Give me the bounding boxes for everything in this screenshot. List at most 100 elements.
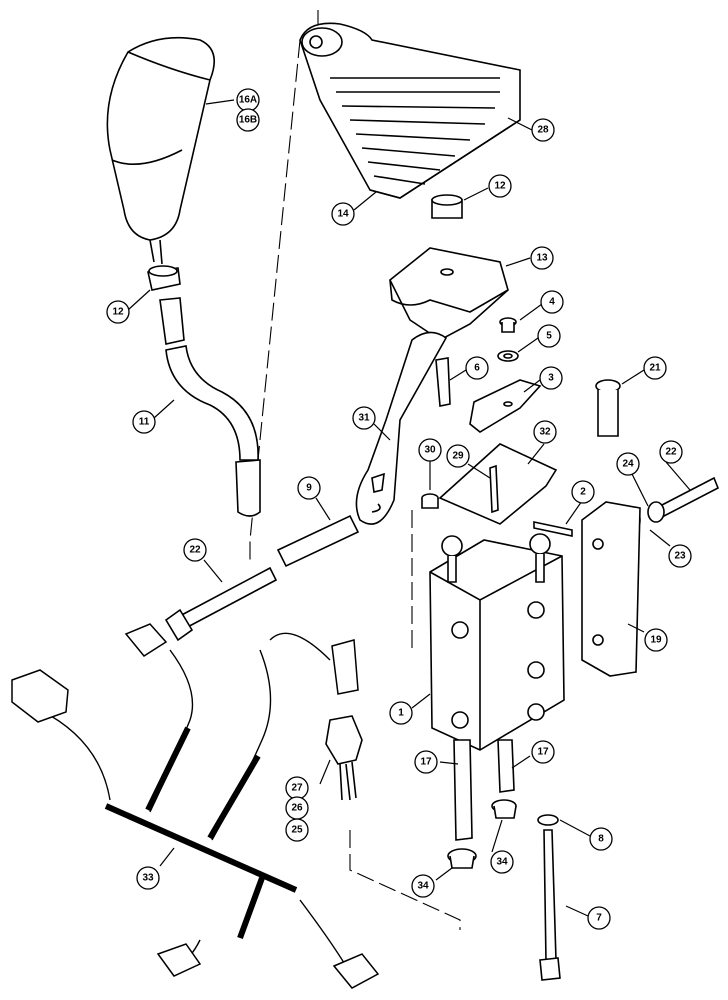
svg-text:6: 6 [474, 363, 480, 374]
shift-rod-left [453, 739, 473, 841]
svg-text:2: 2 [580, 487, 586, 498]
shift-lever [159, 297, 261, 517]
rod-9 [276, 514, 360, 568]
callout-8: 8 [589, 827, 613, 851]
svg-text:25: 25 [291, 825, 303, 836]
long-bolt-left [164, 566, 278, 642]
svg-text:29: 29 [452, 451, 464, 462]
callout-29: 29 [446, 444, 470, 468]
callout-22-right: 22 [659, 440, 683, 464]
svg-text:5: 5 [546, 331, 552, 342]
bolt-4 [499, 317, 517, 333]
callout-4: 4 [540, 290, 564, 314]
callout-25: 25 [285, 818, 309, 842]
roll-pin [533, 521, 573, 537]
callout-12-boot: 12 [488, 174, 512, 198]
callout-27: 27 [285, 776, 309, 800]
callout-31: 31 [352, 406, 376, 430]
callout-19: 19 [644, 628, 668, 652]
svg-text:17: 17 [537, 747, 549, 758]
selector-arm [355, 331, 448, 525]
svg-text:34: 34 [417, 881, 429, 892]
svg-text:14: 14 [337, 209, 349, 220]
jam-nut-boot [431, 194, 463, 219]
grommet-lower [447, 848, 477, 869]
svg-text:34: 34 [496, 857, 508, 868]
svg-text:24: 24 [622, 459, 634, 470]
shift-housing [429, 533, 565, 751]
leader-lines [127, 99, 691, 917]
detent-plate [469, 379, 542, 433]
callout-5: 5 [537, 324, 561, 348]
mounting-block [581, 501, 641, 677]
svg-text:19: 19 [650, 635, 662, 646]
washer-5 [497, 350, 519, 362]
svg-text:13: 13 [536, 253, 548, 264]
callout-23: 23 [668, 544, 692, 568]
callout-16A: 16A [236, 88, 260, 112]
jam-nut-upper [147, 265, 181, 291]
pin-21 [595, 379, 621, 437]
svg-text:11: 11 [139, 417, 150, 428]
connector-27 [325, 715, 363, 801]
svg-text:23: 23 [674, 551, 686, 562]
svg-text:17: 17 [420, 757, 432, 768]
svg-text:21: 21 [649, 363, 661, 374]
lever-bracket [388, 247, 509, 341]
svg-text:22: 22 [665, 447, 677, 458]
svg-text:1: 1 [398, 708, 404, 719]
callout-34-upper: 34 [490, 850, 514, 874]
callout-11: 11 [132, 410, 156, 434]
long-bolt-7 [539, 829, 561, 981]
callout-26: 26 [285, 796, 309, 820]
washer-8 [537, 814, 559, 826]
callout-24: 24 [616, 452, 640, 476]
rubber-boot [299, 22, 521, 199]
callout-17-left: 17 [414, 750, 438, 774]
callout-3: 3 [539, 366, 563, 390]
callout-6: 6 [465, 356, 489, 380]
dashed-centerline-right [349, 510, 461, 930]
callout-33: 33 [136, 866, 160, 890]
grommet-upper [491, 799, 517, 819]
gasket-plate [438, 443, 558, 525]
callout-22-left: 22 [183, 538, 207, 562]
svg-text:33: 33 [142, 873, 154, 884]
svg-text:12: 12 [112, 307, 124, 318]
svg-text:31: 31 [358, 413, 370, 424]
callout-7: 7 [587, 906, 611, 930]
svg-text:7: 7 [596, 913, 602, 924]
svg-text:9: 9 [306, 483, 312, 494]
svg-text:16A: 16A [239, 95, 257, 106]
callout-9: 9 [297, 476, 321, 500]
callout-13: 13 [530, 246, 554, 270]
callout-17-right: 17 [531, 740, 555, 764]
svg-text:28: 28 [537, 125, 549, 136]
svg-text:30: 30 [424, 445, 436, 456]
callout-14: 14 [331, 202, 355, 226]
svg-text:12: 12 [494, 181, 506, 192]
callout-21: 21 [643, 356, 667, 380]
callout-28: 28 [531, 118, 555, 142]
bushing-30 [421, 493, 439, 509]
gear-knob [106, 36, 216, 265]
svg-text:3: 3 [548, 373, 554, 384]
wiring-harness [11, 623, 380, 989]
callout-34-lower: 34 [411, 874, 435, 898]
callout-16B: 16B [236, 108, 260, 132]
shift-rod-right [497, 739, 515, 793]
callout-12-knob: 12 [106, 300, 130, 324]
svg-text:22: 22 [189, 545, 201, 556]
svg-text:26: 26 [291, 803, 303, 814]
svg-text:27: 27 [291, 783, 303, 794]
callout-1: 1 [389, 701, 413, 725]
svg-text:16B: 16B [239, 115, 257, 126]
pivot-pin [435, 357, 451, 407]
callout-30: 30 [418, 438, 442, 462]
callout-32: 32 [533, 420, 557, 444]
svg-text:4: 4 [549, 297, 555, 308]
callout-2: 2 [571, 480, 595, 504]
svg-text:8: 8 [598, 834, 604, 845]
svg-text:32: 32 [539, 427, 551, 438]
